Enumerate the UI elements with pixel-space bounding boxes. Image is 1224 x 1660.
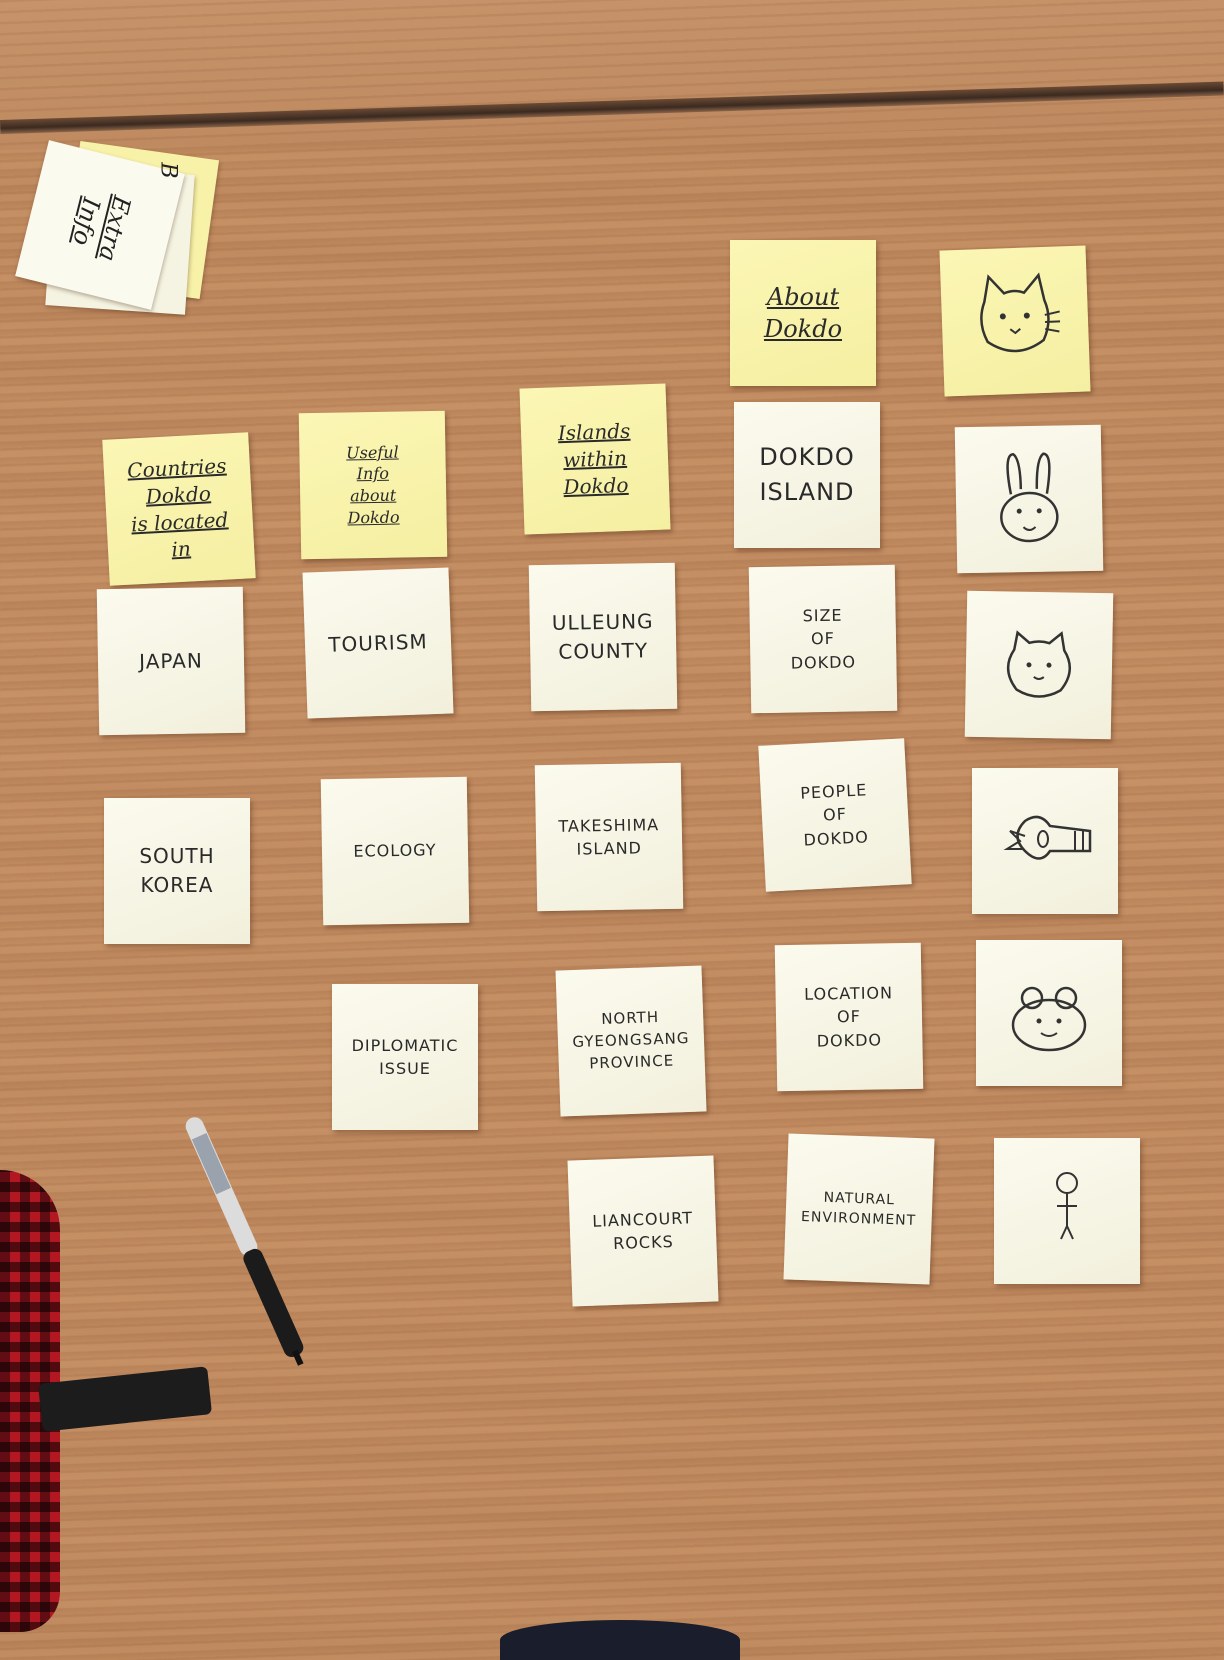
header-about-dokdo[interactable]: About Dokdo — [730, 240, 876, 386]
cat-drawing-note[interactable] — [939, 245, 1091, 397]
bear-drawing-note[interactable] — [964, 590, 1114, 740]
marker-pen[interactable] — [181, 1114, 311, 1370]
frog-drawing-note[interactable] — [976, 940, 1122, 1086]
card-takeshima-island[interactable]: TAKESHIMA ISLAND — [534, 762, 684, 912]
card-japan[interactable]: JAPAN — [96, 586, 246, 736]
card-diplomatic-issue[interactable]: DIPLOMATIC ISSUE — [332, 984, 478, 1130]
backpack-buckle — [37, 1366, 213, 1432]
chair-edge — [500, 1620, 740, 1660]
stick-figure-drawing-note[interactable] — [994, 1138, 1140, 1284]
snake-drawing-note[interactable] — [972, 768, 1118, 914]
header-useful-info[interactable]: Useful Info about Dokdo — [298, 410, 448, 560]
cat-drawing-icon — [980, 272, 1061, 353]
rabbit-drawing-icon — [1000, 452, 1059, 543]
rabbit-drawing-note[interactable] — [954, 424, 1104, 574]
header-islands[interactable]: Islands within Dokdo — [519, 383, 671, 535]
stick-figure-drawing-icon — [1056, 1172, 1078, 1240]
card-natural-environment[interactable]: NATURAL ENVIRONMENT — [783, 1133, 935, 1285]
card-south-korea[interactable]: SOUTH KOREA — [104, 798, 250, 944]
card-ecology[interactable]: ECOLOGY — [320, 776, 470, 926]
frog-drawing-icon — [1011, 986, 1087, 1052]
stack-peek-text: B — [155, 162, 181, 179]
card-tourism[interactable]: TOURISM — [302, 567, 454, 719]
snake-drawing-icon — [1003, 815, 1092, 860]
card-location-of-dokdo[interactable]: LOCATION OF DOKDO — [774, 942, 924, 1092]
card-liancourt-rocks[interactable]: LIANCOURT ROCKS — [567, 1155, 719, 1307]
card-dokdo-island[interactable]: DOKDO ISLAND — [734, 402, 880, 548]
card-people-of-dokdo[interactable]: PEOPLE OF DOKDO — [758, 738, 912, 892]
card-size-of-dokdo[interactable]: SIZE OF DOKDO — [748, 564, 898, 714]
card-north-gyeongsang[interactable]: NORTH GYEONGSANG PROVINCE — [555, 965, 707, 1117]
card-ulleung-county[interactable]: ULLEUNG COUNTY — [528, 562, 678, 712]
bear-drawing-icon — [1006, 630, 1071, 698]
header-countries[interactable]: Countries Dokdo is located in — [102, 432, 256, 586]
